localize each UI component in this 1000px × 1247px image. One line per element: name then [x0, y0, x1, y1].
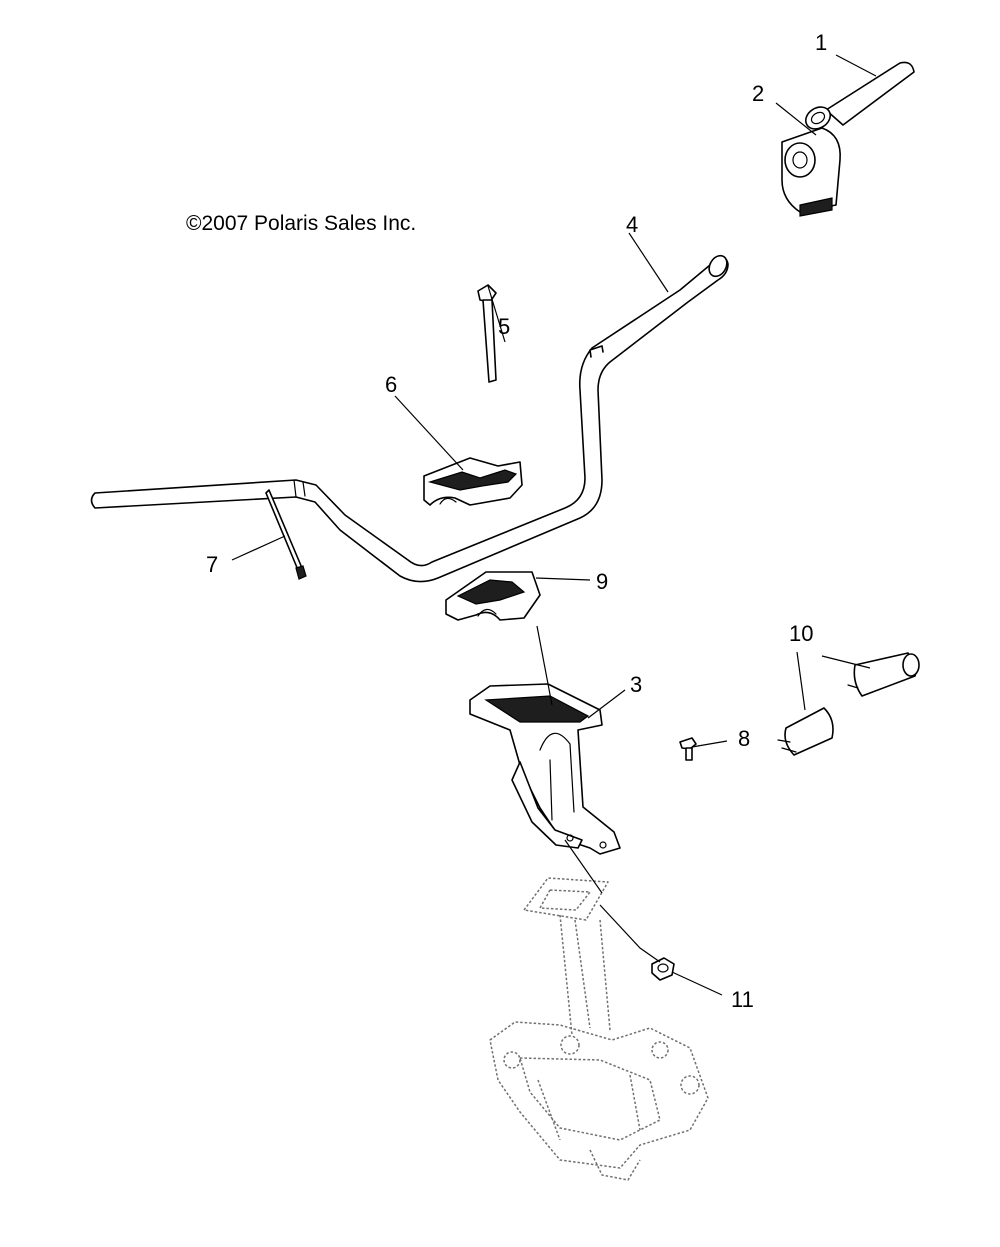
part-3-bracket — [469, 683, 621, 855]
callout-4: 4 — [626, 212, 638, 237]
part-9-lower-clamp — [445, 571, 541, 621]
callout-2: 2 — [752, 81, 764, 106]
part-10-throttle-parts — [777, 652, 920, 756]
ghost-frame — [489, 877, 709, 1181]
part-6-upper-clamp — [423, 457, 523, 506]
part-11-nut — [651, 957, 675, 981]
part-2-switch-housing — [781, 127, 841, 217]
callout-3: 3 — [630, 672, 642, 697]
callout-10: 10 — [789, 621, 813, 646]
callout-8: 8 — [738, 726, 750, 751]
part-1-grip-tube — [804, 61, 915, 130]
part-7-bolt — [265, 489, 307, 580]
callout-labels: 1 2 4 5 6 7 9 3 8 10 11 — [206, 30, 827, 1012]
leader-lines — [231, 54, 877, 996]
callout-11: 11 — [731, 987, 754, 1012]
callout-9: 9 — [596, 569, 608, 594]
callout-6: 6 — [385, 372, 397, 397]
copyright-text: ©2007 Polaris Sales Inc. — [186, 212, 416, 235]
part-8-screw — [679, 737, 697, 761]
callout-1: 1 — [815, 30, 827, 55]
callout-7: 7 — [206, 552, 218, 577]
part-4-handlebar — [90, 254, 729, 583]
part-5-cap-bolt — [477, 284, 497, 383]
center-lines — [536, 625, 661, 963]
callout-5: 5 — [498, 314, 510, 339]
